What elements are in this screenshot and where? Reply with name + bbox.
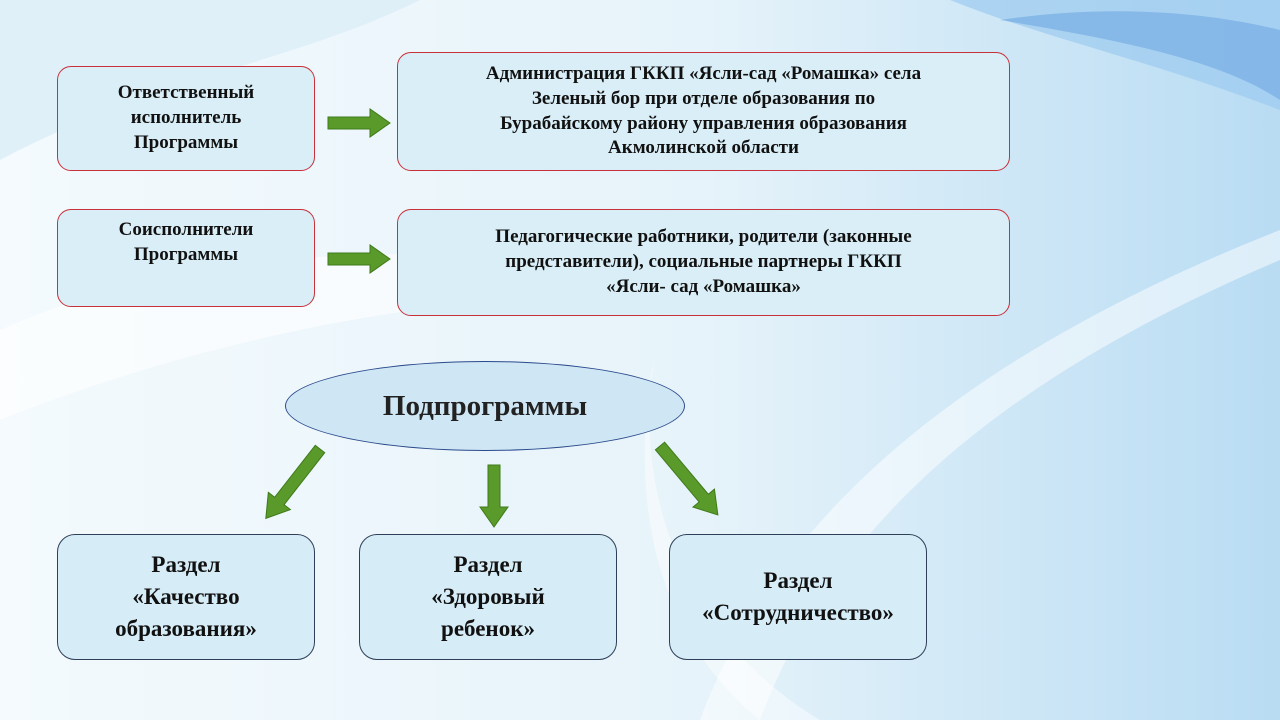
responsible-value: Администрация ГККП «Ясли-сад «Ромашка» с… <box>485 63 922 159</box>
section-box-quality: Раздел «Качество образования» <box>57 534 315 660</box>
coexecutors-label-box: Соисполнители Программы <box>57 209 315 307</box>
responsible-label: Ответственный исполнитель Программы <box>117 82 255 153</box>
coexecutors-value-box: Педагогические работники, родители (зако… <box>397 209 1010 316</box>
section-health-label: Раздел «Здоровый ребенок» <box>431 551 545 642</box>
responsible-label-box: Ответственный исполнитель Программы <box>57 66 315 171</box>
section-box-health: Раздел «Здоровый ребенок» <box>359 534 617 660</box>
coexecutors-label: Соисполнители Программы <box>118 219 254 265</box>
subprograms-title: Подпрограммы <box>382 389 588 422</box>
coexecutors-value: Педагогические работники, родители (зако… <box>495 226 912 297</box>
subprograms-oval: Подпрограммы <box>285 361 685 451</box>
section-quality-label: Раздел «Качество образования» <box>115 551 257 642</box>
responsible-value-box: Администрация ГККП «Ясли-сад «Ромашка» с… <box>397 52 1010 171</box>
section-cooperation-label: Раздел «Сотрудничество» <box>702 567 894 625</box>
section-box-cooperation: Раздел «Сотрудничество» <box>669 534 927 660</box>
